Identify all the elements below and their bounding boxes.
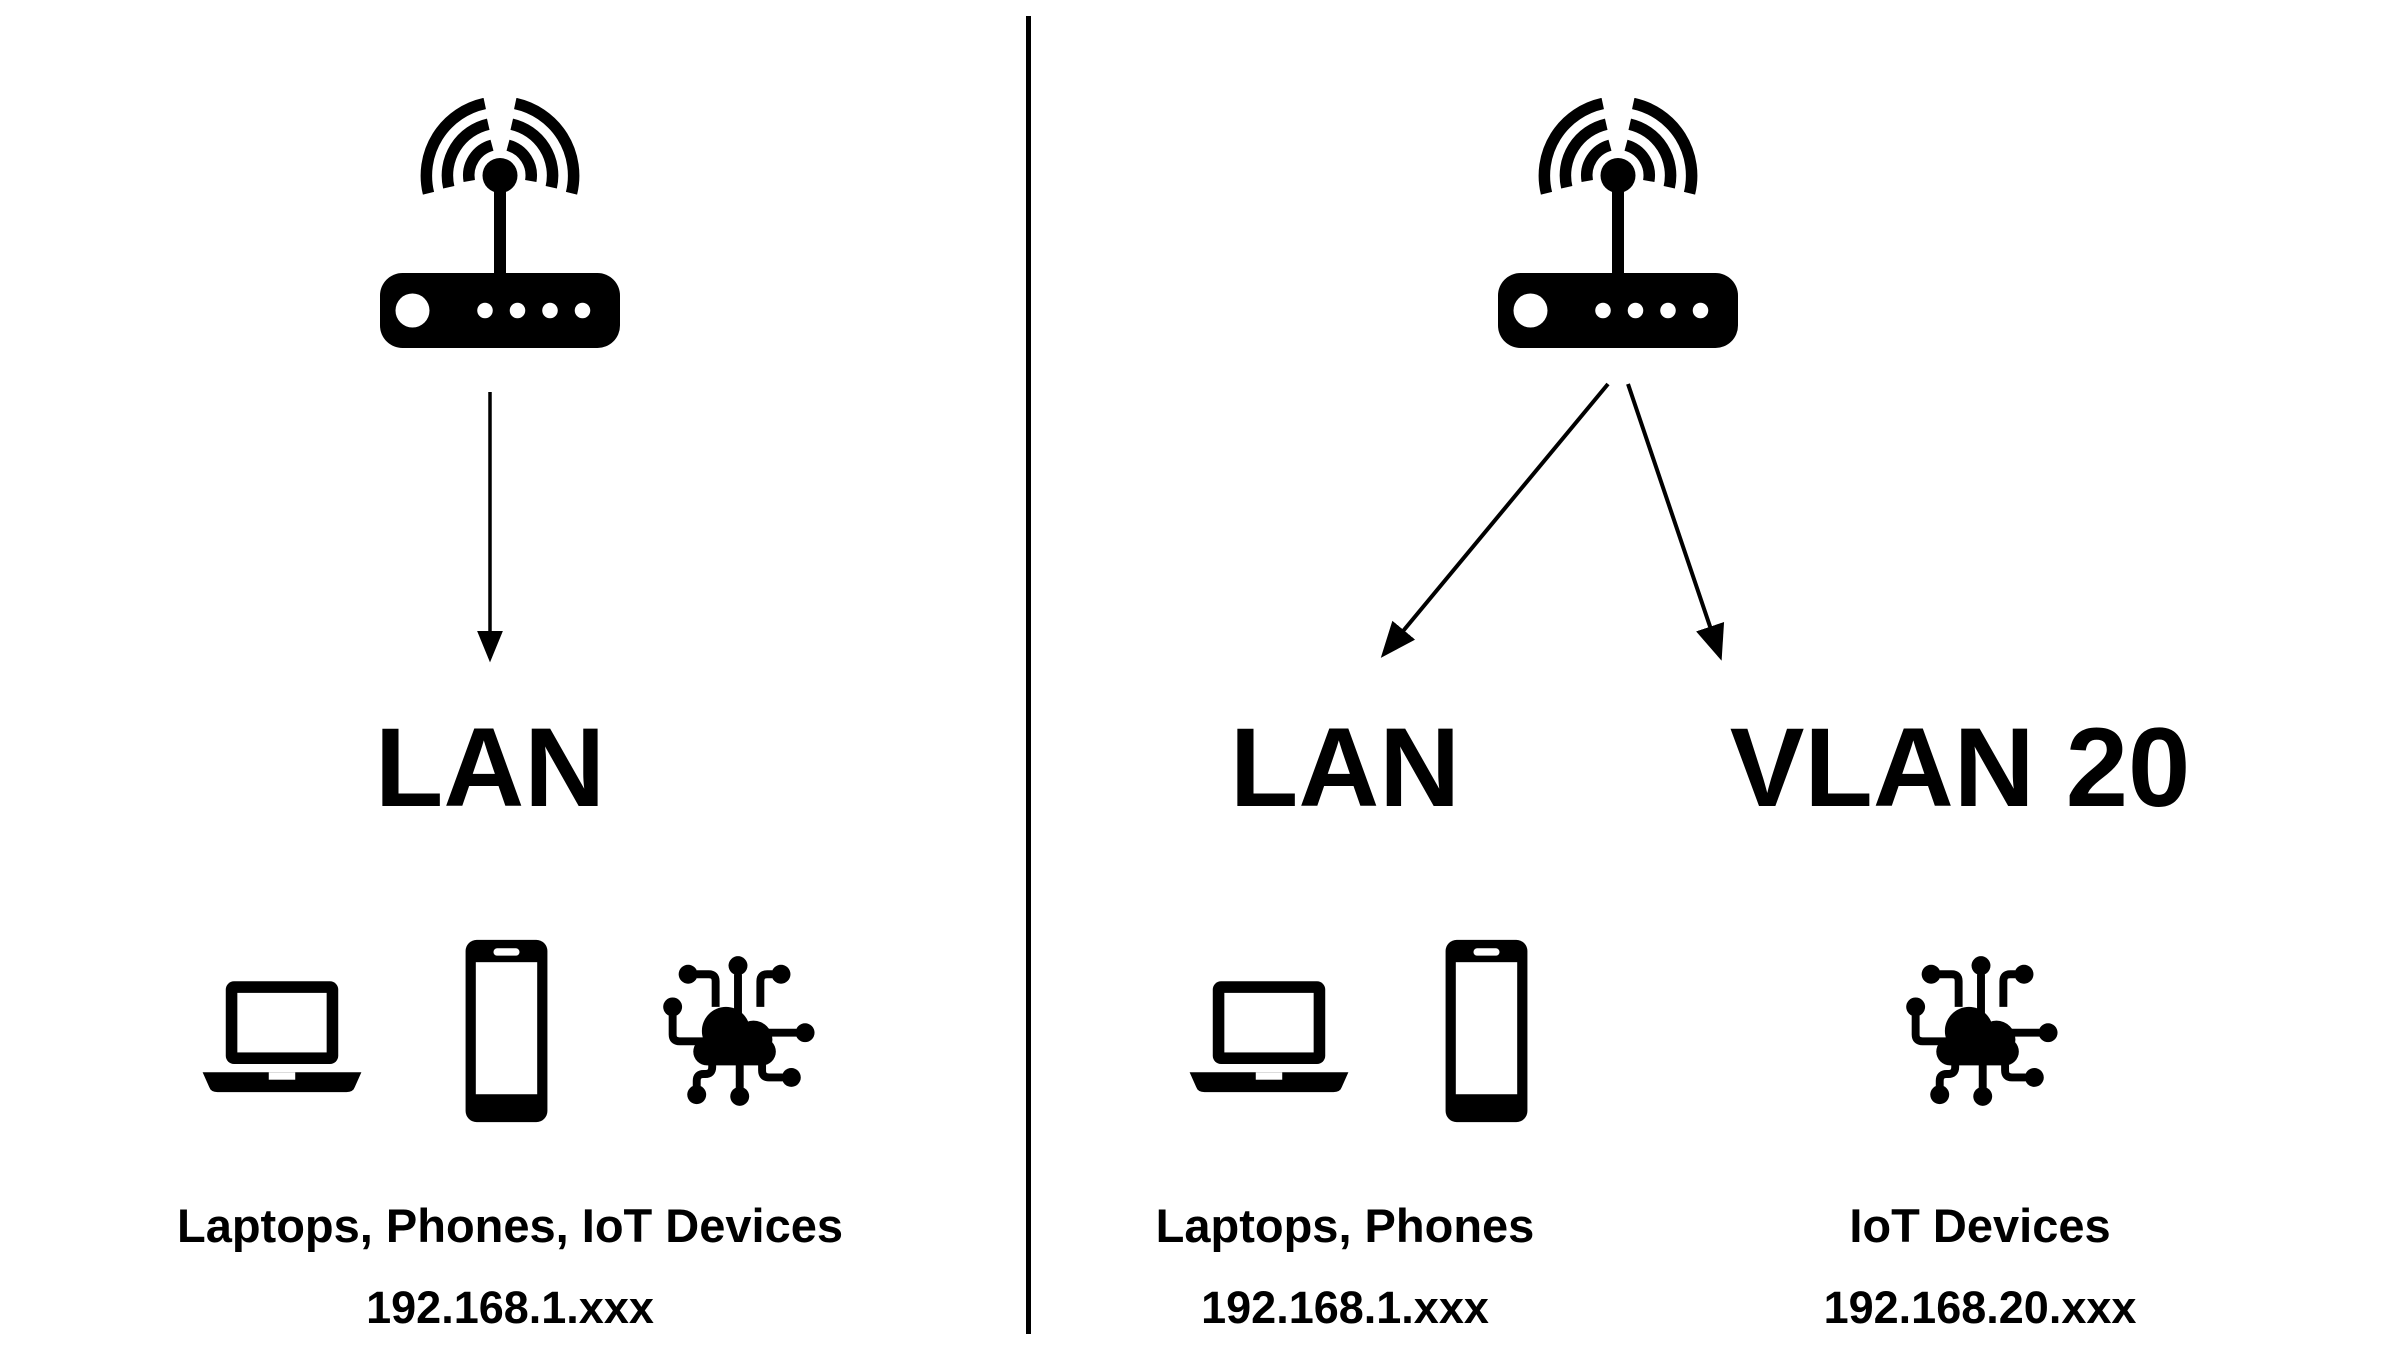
subnet-caption: 192.168.1.xxx [366,1282,654,1333]
network-title-vlan20: VLAN 20 [1729,705,2191,830]
devices-caption: IoT Devices [1849,1199,2111,1252]
iot-cloud-icon [1895,945,2067,1117]
branch-arrows [1380,382,1725,661]
subnet-caption: 192.168.1.xxx [1201,1282,1489,1333]
down-arrow [477,392,503,663]
subnet-caption: 192.168.20.xxx [1823,1282,2137,1333]
network-title-lan: LAN [1229,705,1461,830]
laptop-icon [1186,978,1352,1107]
smartphone-icon [460,938,553,1124]
devices-caption: Laptops, Phones, IoT Devices [177,1199,843,1252]
network-title-lan: LAN [374,705,606,830]
section-divider [1026,16,1031,1334]
iot-cloud-icon [652,945,824,1117]
devices-caption: Laptops, Phones [1155,1199,1535,1252]
laptop-icon [199,978,365,1107]
wifi-router-icon [375,98,625,348]
smartphone-icon [1440,938,1533,1124]
wifi-router-icon [1493,98,1743,348]
